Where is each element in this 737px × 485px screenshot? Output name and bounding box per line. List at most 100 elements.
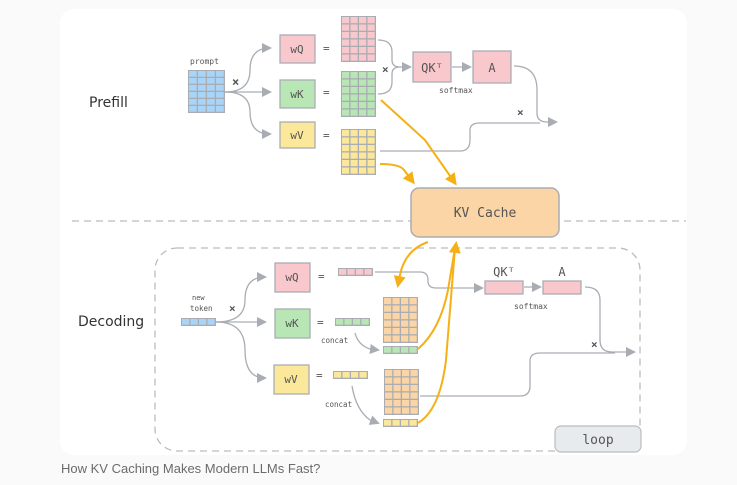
wk-label: wK xyxy=(290,88,304,101)
concat-label-v: concat xyxy=(325,400,352,409)
query-cell xyxy=(367,47,375,54)
cache-k-cell xyxy=(409,313,417,320)
cache-v-cell xyxy=(385,385,393,392)
value-cell xyxy=(342,137,350,144)
key-cell xyxy=(359,109,367,116)
query-cell xyxy=(367,32,375,39)
qk-box xyxy=(412,51,452,83)
key-cell xyxy=(359,79,367,86)
concat-label-k: concat xyxy=(321,336,348,345)
query-cell xyxy=(342,47,350,54)
cache-v-cell xyxy=(402,392,410,399)
arrow-to-wq xyxy=(224,43,272,93)
key-cell xyxy=(367,102,375,109)
qk-label: QKᵀ xyxy=(421,61,443,75)
cache-k-cell xyxy=(401,313,409,320)
cache-k-cell xyxy=(384,328,392,335)
multiply-sign-av: × xyxy=(517,106,524,119)
prompt-cell xyxy=(216,92,224,98)
cache-v-cell xyxy=(393,407,401,414)
value-cell xyxy=(367,137,375,144)
cache-k-cell xyxy=(392,313,400,320)
new-v-cell xyxy=(401,420,409,426)
appended-key-row xyxy=(383,346,418,354)
cache-v-cell xyxy=(385,392,393,399)
cache-v-cell xyxy=(410,392,418,399)
new-k-cell xyxy=(384,347,392,353)
prompt-cell xyxy=(189,85,197,91)
prompt-cell xyxy=(216,78,224,84)
query-cell xyxy=(350,32,358,39)
key-cell xyxy=(342,79,350,86)
value-cell xyxy=(359,152,367,159)
cache-arrow-head xyxy=(448,241,461,254)
decode-arrow-to-wv xyxy=(215,321,267,383)
decode-arrow-to-qk xyxy=(375,271,484,293)
cache-v-cell xyxy=(410,370,418,377)
arrow-to-wv xyxy=(224,91,272,139)
kv-cache-label: KV Cache xyxy=(454,206,517,221)
key-frame xyxy=(341,71,376,117)
query-cell xyxy=(342,32,350,39)
figure-caption: How KV Caching Makes Modern LLMs Fast? xyxy=(61,461,321,476)
value-matrix xyxy=(341,129,376,175)
cache-k-cell xyxy=(392,328,400,335)
value-frame xyxy=(341,129,376,175)
dv-cell xyxy=(351,372,359,378)
value-cell xyxy=(367,130,375,137)
decode-value-vector xyxy=(333,371,368,379)
cache-k-cell xyxy=(384,305,392,312)
cached-value-matrix xyxy=(384,369,419,415)
query-cell xyxy=(367,39,375,46)
query-cell xyxy=(367,17,375,24)
equals-v: = xyxy=(323,129,330,142)
cache-v-cell xyxy=(410,407,418,414)
cache-arrow-to-decode xyxy=(393,241,429,288)
key-cell xyxy=(367,79,375,86)
value-cell xyxy=(367,167,375,174)
key-cell xyxy=(367,109,375,116)
dq-frame xyxy=(338,268,373,276)
query-cell xyxy=(342,54,350,61)
decode-multiply-sign-av: × xyxy=(591,338,598,351)
cache-v-cell xyxy=(385,400,393,407)
cache-v-cell xyxy=(402,370,410,377)
cache-v-cell xyxy=(393,400,401,407)
key-cell xyxy=(350,79,358,86)
attention-box xyxy=(472,50,512,84)
prompt-cell xyxy=(198,78,206,84)
decode-arrow-a-to-output xyxy=(584,286,636,357)
kv-cache-box xyxy=(410,187,560,238)
dk-cell xyxy=(336,319,344,325)
cache-k-cell xyxy=(401,328,409,335)
prompt-cell xyxy=(198,99,206,105)
query-cell xyxy=(359,17,367,24)
prompt-cell xyxy=(198,92,206,98)
decode-equals-v: = xyxy=(316,369,323,382)
decode-wk-label: wK xyxy=(285,317,299,330)
cache-v-frame xyxy=(384,369,419,415)
prompt-cell xyxy=(198,71,206,77)
decode-wv-box xyxy=(273,364,310,395)
query-cell xyxy=(342,24,350,31)
dq-cell xyxy=(364,269,372,275)
concat-arrow-k xyxy=(354,332,380,354)
prompt-cell xyxy=(189,71,197,77)
key-cell xyxy=(350,102,358,109)
token-cell xyxy=(199,319,207,325)
decode-equals-k: = xyxy=(317,316,324,329)
softmax-label: softmax xyxy=(439,86,473,95)
prompt-cell xyxy=(207,99,215,105)
cache-k-cell xyxy=(409,320,417,327)
decode-qk-label: QKᵀ xyxy=(493,265,515,279)
key-cell xyxy=(342,87,350,94)
value-cell xyxy=(350,152,358,159)
cache-arrow-from-new-k xyxy=(417,247,456,350)
dv-cell xyxy=(334,372,342,378)
query-cell xyxy=(350,54,358,61)
attention-label: A xyxy=(488,61,496,75)
query-cell xyxy=(359,24,367,31)
new-v-cell xyxy=(392,420,400,426)
cache-k-cell xyxy=(409,328,417,335)
cache-v-cell xyxy=(402,377,410,384)
